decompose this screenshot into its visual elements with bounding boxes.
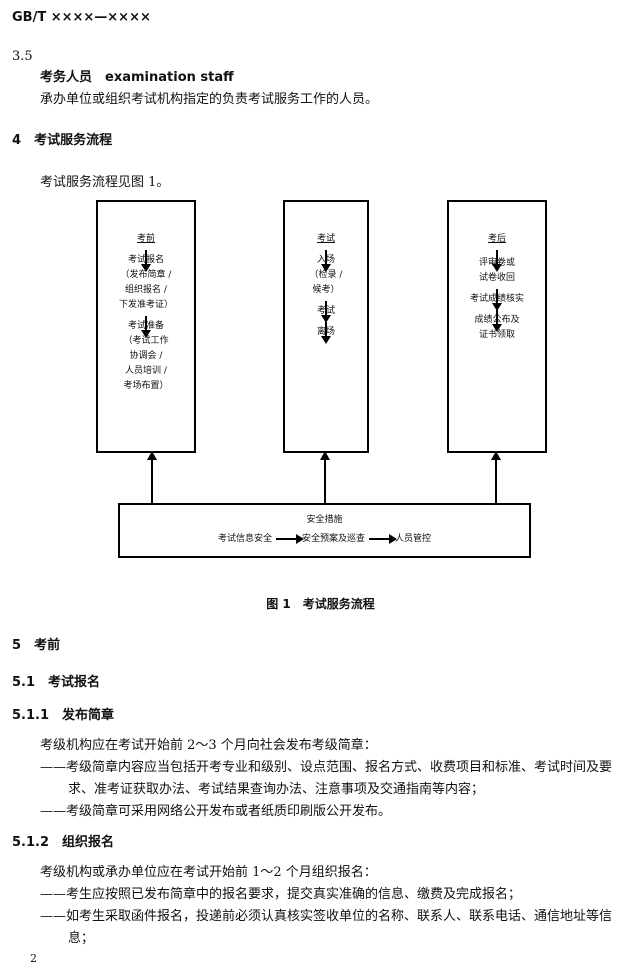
arrow-up-icon — [147, 451, 157, 503]
security-content: 安全措施 考试信息安全安全预案及巡查人员管控 — [217, 515, 432, 544]
section-4-intro: 考试服务流程见图 1。 — [40, 175, 170, 190]
term-heading: 考务人员 examination staff — [40, 70, 234, 86]
page-number: 2 — [30, 952, 37, 965]
paragraph: 考级机构应在考试开始前 2～3 个月向社会发布考级简章： — [40, 738, 377, 753]
standard-header: GB/T ××××—×××× — [12, 10, 151, 25]
list-item: ——考级简章内容应当包括开考专业和级别、设点范围、报名方式、收费项目和标准、考试… — [40, 760, 613, 797]
before-exam-box — [96, 200, 196, 453]
arrow-right-icon — [275, 533, 304, 544]
list-item: ——考生应按照已发布简章中的报名要求，提交真实准确的信息、缴费及完成报名； — [40, 887, 522, 902]
arrow-right-icon — [369, 533, 397, 544]
list-item: ——如考生采取函件报名，投递前必须认真核实签收单位的名称、联系人、联系电话、通信… — [40, 909, 613, 946]
paragraph: 考级机构或承办单位应在考试开始前 1～2 个月组织报名： — [40, 865, 377, 880]
term-en: examination staff — [105, 70, 234, 85]
term-zh: 考务人员 — [40, 70, 93, 85]
section-4-heading: 4 考试服务流程 — [12, 133, 113, 148]
after-exam-content: 考后 评审卷或试卷收回 考试成绩核实 成绩公布及证书领取 — [469, 234, 524, 340]
section-5-heading: 5 考前 — [12, 638, 61, 653]
figure-caption: 图 1 考试服务流程 — [266, 597, 375, 611]
before-exam-content: 考前 考试报名（发布简章 /组织报名 /下发准考证） 考试准备（考试工作协调会 … — [118, 234, 173, 391]
during-exam-content: 考试 入场（检录 /候考） 考试 离场 — [309, 234, 343, 337]
security-box — [118, 503, 531, 558]
section-5-1-heading: 5.1 考试报名 — [12, 675, 101, 690]
term-definition: 承办单位或组织考试机构指定的负责考试服务工作的人员。 — [40, 92, 379, 107]
list-item: ——考级简章可采用网络公开发布或者纸质印刷版公开发布。 — [40, 804, 392, 819]
section-5-1-1-heading: 5.1.1 发布简章 — [12, 708, 115, 723]
clause-number: 3.5 — [12, 49, 33, 64]
section-5-1-2-heading: 5.1.2 组织报名 — [12, 835, 115, 850]
arrow-up-icon — [320, 451, 330, 503]
arrow-up-icon — [491, 451, 501, 503]
